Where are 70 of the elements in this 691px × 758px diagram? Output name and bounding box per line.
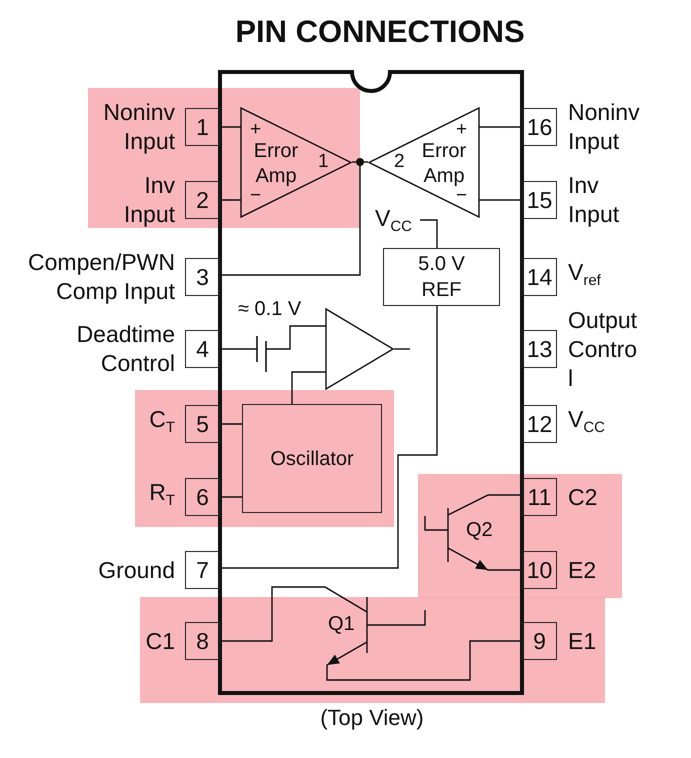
title: PIN CONNECTIONS <box>234 14 526 50</box>
connector-line <box>502 569 522 571</box>
pin-number-box: 2 <box>185 181 220 219</box>
connector-line <box>420 219 438 248</box>
connector-line <box>326 640 522 681</box>
connector-line <box>352 161 356 163</box>
pin-label: E1 <box>568 626 596 656</box>
pin-number-box: 12 <box>522 405 557 443</box>
pin-label: R$_{T}$ <box>149 478 175 512</box>
pin-number-box: 13 <box>522 330 557 368</box>
connector-line <box>220 423 242 425</box>
oscillator-block <box>242 404 382 513</box>
pin-label: Noninv Input <box>568 98 641 156</box>
connector-line <box>220 586 322 642</box>
pin-number-box: 1 <box>185 108 220 146</box>
connector-line <box>479 199 522 201</box>
pin-number-box: 15 <box>522 181 557 219</box>
pin-label: V$_{CC}$ <box>568 405 605 439</box>
transistor-label: Q2 <box>466 518 493 542</box>
connector-line <box>394 348 410 350</box>
pin-label: E2 <box>568 556 596 584</box>
pin-number-box: 9 <box>522 622 557 660</box>
chip-body <box>220 72 522 693</box>
pin-number-box: 8 <box>185 622 220 660</box>
pin-label: V$_{ref}$ <box>568 258 601 292</box>
connector-line <box>479 126 522 128</box>
transistor-label: Q1 <box>328 612 355 636</box>
pin-label: Noninv Input <box>102 98 175 156</box>
pin-number-box: 7 <box>185 551 220 589</box>
pin-number-box: 10 <box>522 551 557 589</box>
pin-number-box: 11 <box>522 478 557 516</box>
pin-number-box: 4 <box>185 330 220 368</box>
pin-label: Inv Input <box>122 171 175 229</box>
caption: (Top View) <box>319 705 425 731</box>
plus-sign: + <box>456 118 468 142</box>
pin-label: Compen/PWN Comp Input <box>27 248 175 306</box>
connector-line <box>220 306 438 569</box>
block-label: 5.0 V REF <box>417 252 466 303</box>
connector-line <box>364 161 368 163</box>
pin-label: Ground <box>98 556 175 584</box>
pin-label: C$_{T}$ <box>149 405 175 439</box>
connector-line <box>502 494 522 496</box>
plus-sign: + <box>250 118 262 142</box>
reference-block <box>383 248 500 306</box>
connector-line <box>220 126 241 128</box>
capacitor-symbol <box>255 334 268 374</box>
amp-number: 1 <box>318 150 329 174</box>
pin-label: Deadtime Control <box>76 320 175 378</box>
connector-line <box>291 371 326 404</box>
pin-number-box: 6 <box>185 478 220 516</box>
supply-label: V$_{CC}$ <box>375 204 420 236</box>
connector-line <box>266 325 326 350</box>
connector-line <box>220 348 257 350</box>
pin-label: Output Contro l <box>568 306 638 392</box>
comparator-symbol <box>325 308 395 390</box>
block-label: Oscillator <box>269 446 355 472</box>
pin-label: C1 <box>146 626 175 656</box>
connector-line <box>220 199 241 201</box>
voltage-label: ≈ 0.1 V <box>238 297 302 322</box>
pin-number-box: 14 <box>522 258 557 296</box>
connector-line <box>220 496 242 498</box>
pin-number-box: 3 <box>185 258 220 296</box>
pin-number-box: 5 <box>185 405 220 443</box>
amp-number: 2 <box>394 150 405 174</box>
junction-dot <box>356 158 364 166</box>
pin-number-box: 16 <box>522 108 557 146</box>
pin-label: C2 <box>568 482 598 512</box>
connector-line <box>220 166 361 276</box>
amplifier-symbol <box>240 107 352 218</box>
pin-label: Inv Input <box>568 171 620 229</box>
